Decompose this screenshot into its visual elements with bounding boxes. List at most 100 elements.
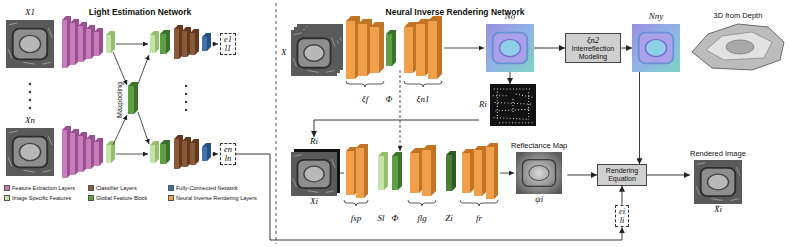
legend-item: Classifier Layers [88,185,168,191]
maxpool-block [138,112,149,144]
image-tiles [291,152,337,196]
layer-brace [344,200,368,206]
image-slot [291,152,337,196]
box-text: e1 [224,35,232,44]
encoder-layers [346,16,484,151]
layer-brace [346,81,384,87]
image-label: Xi [310,197,318,207]
rendering-layers [422,145,436,196]
legend: Feature Extraction Layers Classifier Laye… [4,185,272,201]
legend-text: Image Specific Features [12,195,71,201]
encoder-layers [370,22,384,73]
light-branch [86,25,95,59]
image-slot [692,22,784,70]
rendering-layers [474,146,486,196]
light-branch [182,27,191,57]
box-text: ei [619,207,625,216]
layer-label: fsp [351,213,362,223]
label-anchor: fr [476,207,482,225]
light-branch [62,126,218,178]
ellipsis-dots [29,83,187,111]
image-slot [516,152,562,194]
light-branch [106,31,115,53]
ellipsis-dots [185,85,187,87]
layer-brace [344,81,498,206]
panel-title: Neural Inverse Rendering Network [386,7,525,17]
layer-brace [408,200,436,206]
box-text: ξn2 [587,36,599,45]
label-anchor: Light Estimation Network [89,1,191,19]
label-anchor: Φ [392,207,399,225]
label-anchor: flg [417,207,427,225]
layer-label: ξf [362,94,368,104]
ellipsis-dots [29,107,31,109]
image-tiles [694,160,742,204]
layer-brace [460,200,498,206]
maxpool-block [128,86,134,114]
encoder-layers [358,24,367,76]
light-branch [62,16,218,68]
input-image: X1 [6,8,54,68]
rendering-layers [378,152,388,190]
label-anchor: Zi [445,207,453,225]
image-slot [6,20,54,68]
layer-label: fr [476,213,482,223]
process-box: Rendering Equation [597,164,647,185]
light-branch [70,19,79,65]
connector-arrow [567,175,597,176]
encoder-layers [370,27,379,73]
encoder-layers [386,34,392,66]
image-label: Ri [479,100,487,110]
rendering-layers [486,147,494,199]
encoder-layers [386,30,396,66]
encoder-layers [400,70,401,151]
image-tiles [6,20,742,204]
legend-swatch [168,185,174,191]
connector-arrow [621,186,622,205]
rendering-layers [486,143,498,199]
light-branch [116,44,148,45]
image-label: X1 [25,8,35,18]
light-branch [94,28,103,56]
connector-arrow [314,120,479,137]
ellipsis-dots [185,101,187,103]
legend-text: Feature Extraction Layers [12,185,75,191]
process-box: ξn2Interreflection Modeling [565,33,621,64]
connector-arrow [236,154,622,240]
encoder-layers [416,24,425,76]
image-label: 3D from Depth [714,12,763,20]
image-label: X [281,48,287,58]
depth-surface [706,32,772,60]
image-slot [291,30,337,76]
image-tiles [516,152,562,194]
light-branch [150,35,155,53]
image-tiles [6,128,54,176]
light-output-box: enln [220,143,236,166]
image-tiles [632,24,680,72]
image-label: ψi [535,195,543,205]
rendering-layers [446,151,456,191]
ellipsis-dots [29,99,31,101]
light-branch [202,33,211,51]
connector-arrow [621,48,632,49]
box-text: en [224,145,232,154]
encoder-layers [428,21,437,79]
legend-item: Image Specific Features [4,195,88,201]
residual-image: Ri [479,84,536,126]
box-text: Interreflection Modeling [569,45,617,60]
legend-text: Neural Inverse Rendering Layers [176,195,257,201]
encoder-layers [358,19,372,76]
image-slot [490,84,536,126]
light-branch [62,20,67,68]
box-text: l1 [225,44,232,53]
maxpool-block [113,52,127,85]
light-branch [160,30,170,54]
label-anchor: ξf [362,88,368,106]
encoder-layers [444,48,484,49]
light-branch [190,33,195,55]
label-anchor: Maxpooling [108,82,126,118]
legend-swatch [168,195,174,201]
